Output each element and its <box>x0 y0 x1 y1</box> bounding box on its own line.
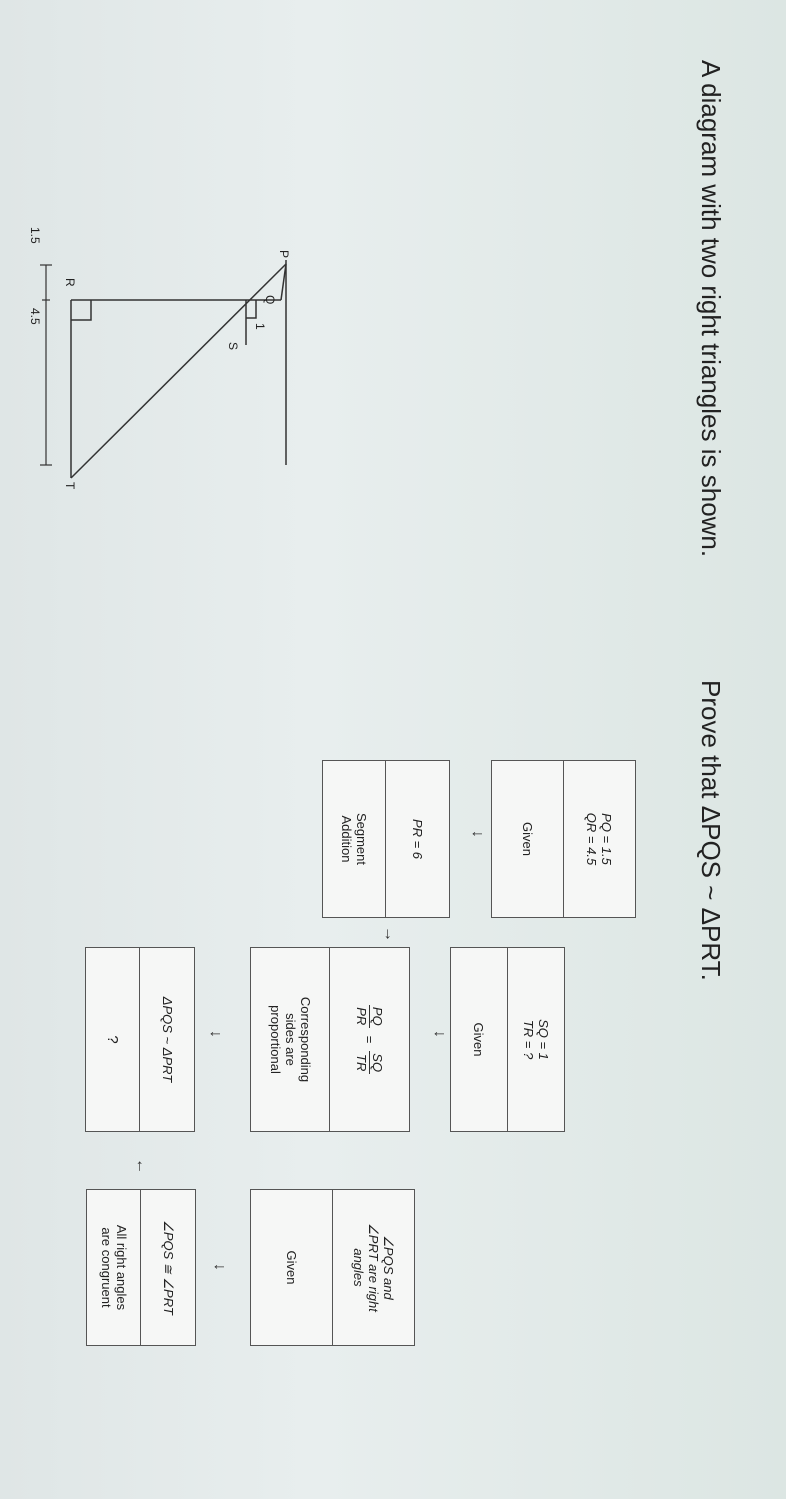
segment-pq-line <box>280 263 287 301</box>
proof-box-5-statement: ΔPQS ~ ΔPRT <box>139 948 194 1131</box>
proportional-text: proportional <box>267 1005 283 1074</box>
proof-box-4-reason: Corresponding sides are proportional <box>251 948 330 1131</box>
arrow-box4-to-box5: ↓ <box>207 1030 224 1038</box>
pq-given-text: PQ = 1.5 <box>599 813 615 865</box>
proof-box-3-reason: Given <box>471 1022 487 1057</box>
segment-text: Segment <box>354 812 370 866</box>
vertex-r-label: R <box>63 278 77 287</box>
proof-box-7-reason: All right angles are congruent <box>87 1190 141 1345</box>
fraction-sq-tr: SQ TR <box>354 1051 386 1075</box>
proof-box-6-reason: Given <box>284 1250 299 1285</box>
arrow-box3-to-box4: ↓ <box>431 1030 448 1038</box>
addition-text: Addition <box>339 815 355 863</box>
are-congruent-text: are congruent <box>98 1227 114 1308</box>
proof-box-5-reason[interactable]: ? <box>104 1035 122 1044</box>
arrow-box1-to-box2: ↓ <box>469 830 486 838</box>
vertex-t-label: T <box>63 482 77 490</box>
right-angle-mark-r <box>71 300 92 321</box>
proof-box-2-statement: PR = 6 <box>385 761 449 917</box>
vertex-p-label: P <box>277 250 291 258</box>
fraction-pq-numerator: PQ <box>369 1004 386 1028</box>
equals-sign: = <box>362 1035 378 1044</box>
right-angle-mark-q <box>246 300 257 319</box>
corresponding-text: Corresponding <box>297 996 313 1083</box>
sq-given-text: SQ = 1 <box>536 1019 551 1060</box>
vertex-s-label: S <box>226 342 240 350</box>
measure-qr-label: 4.5 <box>28 308 42 325</box>
measure-pq-label: 1.5 <box>28 227 42 244</box>
fraction-pq-pr: PQ PR <box>354 1004 386 1028</box>
proof-box-6-statement: ∠PQS and ∠PRT are right angles <box>332 1190 414 1345</box>
proof-box-5: ΔPQS ~ ΔPRT ? <box>85 947 195 1132</box>
angle-pqs-text: ∠PQS and <box>381 1235 396 1300</box>
prove-statement: Prove that ΔPQS ~ ΔPRT. <box>696 680 726 981</box>
proof-box-3-statement: SQ = 1 TR = ? <box>507 948 564 1131</box>
angles-text: angles <box>351 1248 366 1287</box>
segment-pt-line <box>70 263 287 479</box>
sides-are-text: sides are <box>282 1013 298 1066</box>
fraction-sq-numerator: SQ <box>369 1051 386 1075</box>
proof-box-1-reason: Given <box>520 822 535 856</box>
proof-box-2: PR = 6 Segment Addition <box>322 760 450 918</box>
vertex-q-label: Q <box>263 295 277 304</box>
proof-box-3: SQ = 1 TR = ? Given <box>450 947 565 1132</box>
measure-sq-label: 1 <box>253 323 267 330</box>
angle-prt-text: ∠PRT are right <box>366 1223 381 1312</box>
arrow-box7-to-box5: ← <box>133 1158 150 1174</box>
triangle-diagram: P Q R S T 1 1.5 4.5 <box>28 227 291 490</box>
all-right-angles-text: All right angles <box>113 1224 129 1311</box>
proof-box-7-statement: ∠PQS ≅ ∠PRT <box>140 1190 195 1345</box>
proof-box-7: ∠PQS ≅ ∠PRT All right angles are congrue… <box>86 1189 196 1346</box>
arrow-box6-to-box7: ↓ <box>211 1263 228 1271</box>
qr-given-text: QR = 4.5 <box>584 812 600 866</box>
proof-box-1-statement: PQ = 1.5 QR = 4.5 <box>563 761 635 917</box>
proof-box-2-reason: Segment Addition <box>323 761 386 917</box>
proof-box-4: PQ PR = SQ TR Corresponding sides are pr… <box>250 947 410 1132</box>
proof-box-6: ∠PQS and ∠PRT are right angles Given <box>250 1189 415 1346</box>
tr-unknown-text: TR = ? <box>521 1019 536 1060</box>
proof-box-4-statement: PQ PR = SQ TR <box>329 948 409 1131</box>
arrow-box2-to-box4: → <box>381 926 398 942</box>
fraction-pr-denominator: PR <box>354 1007 370 1026</box>
fraction-tr-denominator: TR <box>354 1054 370 1072</box>
proof-box-1: PQ = 1.5 QR = 4.5 Given <box>491 760 636 918</box>
